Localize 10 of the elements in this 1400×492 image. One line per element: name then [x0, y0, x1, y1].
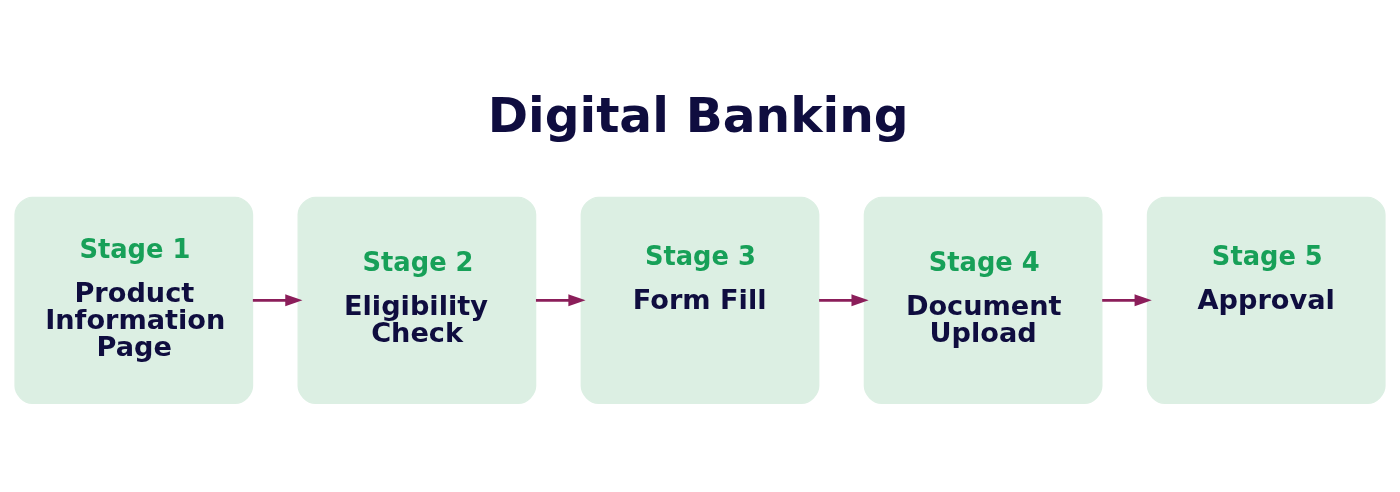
node-box: Stage 1 Product Information Page	[14, 196, 254, 404]
arrow	[535, 294, 586, 307]
arrow	[819, 294, 869, 307]
arrow	[252, 294, 303, 307]
node-box: Stage 5 Approval	[1146, 196, 1386, 404]
diagram-title: Digital Banking	[487, 86, 909, 143]
node-box: Stage 4 Document Upload	[863, 196, 1103, 404]
node-box: Stage 2 Eligibility Check	[297, 196, 537, 404]
node-box: Stage 3 Form Fill	[580, 196, 820, 404]
arrow	[1102, 294, 1152, 307]
